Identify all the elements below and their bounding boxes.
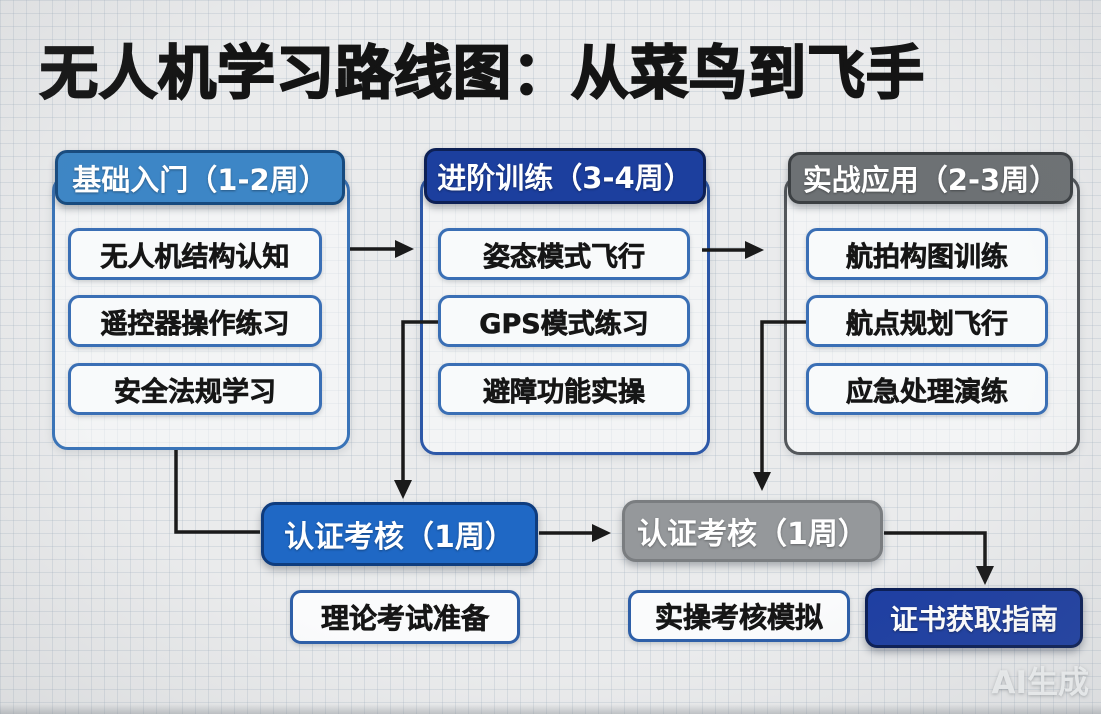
course-item-waypoint-flight: 航点规划飞行	[806, 295, 1048, 347]
course-item-aerial-composition: 航拍构图训练	[806, 228, 1048, 280]
course-item-gps-mode: GPS模式练习	[438, 295, 690, 347]
course-item-emergency-drill: 应急处理演练	[806, 363, 1048, 415]
arrow-theory-cert-to-practical-cert	[539, 524, 611, 542]
arrow-waypoint-to-practical-cert	[753, 320, 806, 491]
cert-theory-node: 认证考核（1周）	[261, 502, 538, 566]
page-title: 无人机学习路线图：从菜鸟到飞手	[39, 38, 926, 108]
course-item-safety-rules: 安全法规学习	[68, 363, 322, 415]
course-item-attitude-mode: 姿态模式飞行	[438, 228, 690, 280]
cert-practical-sub-item: 实操考核模拟	[628, 590, 850, 642]
arrow-gps-to-theory-cert	[394, 320, 438, 499]
cert-theory-sub-item: 理论考试准备	[290, 590, 520, 644]
stage-advanced-header: 进阶训练（3-4周）	[424, 148, 706, 204]
stage-basics-header: 基础入门（1-2周）	[55, 150, 345, 205]
arrow-basics-to-advanced	[350, 240, 414, 258]
connector-basics-to-theory-cert	[174, 450, 260, 534]
arrow-advanced-to-practical	[702, 241, 764, 259]
certificate-guide-node: 证书获取指南	[865, 588, 1083, 648]
stage-practical-header: 实战应用（2-3周）	[788, 152, 1073, 204]
course-item-drone-structure: 无人机结构认知	[68, 228, 322, 280]
cert-practical-node: 认证考核（1周）	[622, 500, 883, 562]
course-item-obstacle-avoidance: 避障功能实操	[438, 363, 690, 415]
course-item-remote-control: 遥控器操作练习	[68, 295, 322, 347]
ai-generated-watermark: AI生成	[991, 665, 1089, 701]
arrow-practical-cert-to-certificate-guide	[884, 531, 994, 585]
